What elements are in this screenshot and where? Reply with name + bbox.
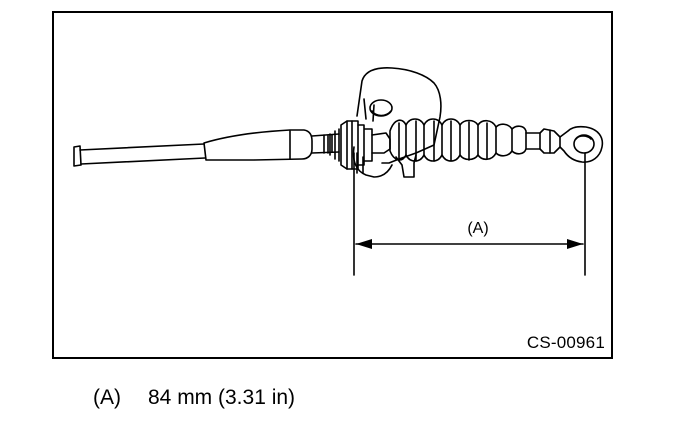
adjuster-nut bbox=[340, 120, 359, 170]
eye-hole bbox=[573, 134, 595, 154]
figure-code: CS-00961 bbox=[526, 333, 605, 352]
diagram-frame: (A) CS-00961 bbox=[52, 11, 613, 359]
legend-value: 84 mm (3.31 in) bbox=[148, 386, 296, 409]
cable-cut-end bbox=[73, 145, 82, 167]
dimension-arrow-right bbox=[567, 239, 583, 249]
dimension-label: (A) bbox=[467, 220, 488, 237]
eye-end bbox=[559, 125, 604, 163]
legend-row: (A) 84 mm (3.31 in) bbox=[93, 386, 295, 410]
cable-wire bbox=[79, 143, 206, 165]
cable-illustration: (A) bbox=[73, 67, 604, 276]
end-rod bbox=[525, 128, 561, 154]
bracket-plate bbox=[356, 67, 442, 164]
cable-sleeve bbox=[203, 129, 313, 161]
dimension-arrow-left bbox=[356, 239, 372, 249]
lock-clip bbox=[371, 132, 391, 154]
legend-key: (A) bbox=[93, 386, 121, 409]
